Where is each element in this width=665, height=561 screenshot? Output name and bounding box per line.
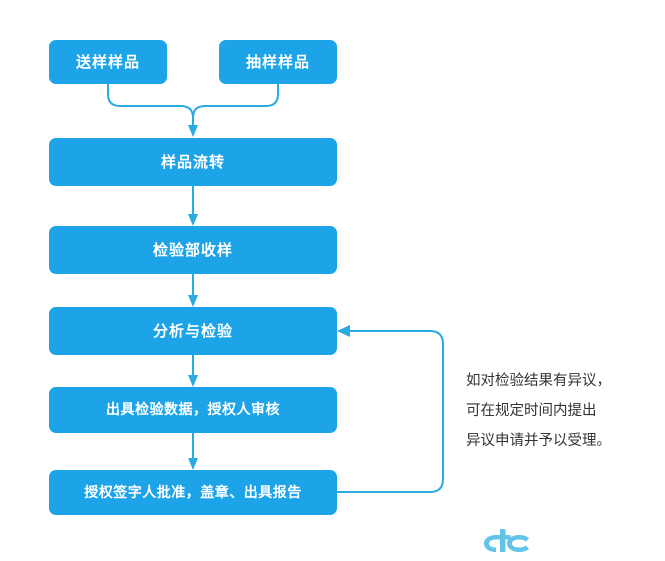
arrowhead-to-qianzi <box>188 458 198 470</box>
connector-songyang-to-liuzhuan <box>107 84 194 128</box>
node-label: 出具检验数据，授权人审核 <box>106 402 280 418</box>
note-line-3: 异议申请并予以受理。 <box>466 433 611 449</box>
node-label: 检验部收样 <box>152 240 233 259</box>
connector-chouyang-to-liuzhuan <box>192 84 279 128</box>
node-label: 样品流转 <box>160 152 225 171</box>
feedback-note: 如对检验结果有异议， 可在规定时间内提出 异议申请并予以受理。 <box>466 366 636 456</box>
node-label: 抽样样品 <box>245 52 310 71</box>
arrowhead-feedback-to-fenxi <box>337 325 350 337</box>
node-yangpin-liuzhuan[interactable]: 样品流转 <box>49 138 337 186</box>
ctc-logo-icon <box>484 529 529 552</box>
node-label: 分析与检验 <box>152 321 233 340</box>
node-label: 送样样品 <box>75 52 140 71</box>
arrowhead-to-liuzhuan <box>188 125 198 137</box>
arrowhead-to-fenxi <box>188 295 198 307</box>
note-line-2: 可在规定时间内提出 <box>466 403 597 419</box>
arrowhead-to-shouyang <box>188 214 198 226</box>
note-line-1: 如对检验结果有异议， <box>466 373 611 389</box>
connector-feedback-loop <box>337 330 444 493</box>
arrowhead-to-shuju <box>188 375 198 387</box>
node-songyang-yangpin[interactable]: 送样样品 <box>49 40 167 84</box>
ctc-logo <box>481 528 533 554</box>
node-label: 授权签字人批准，盖章、出具报告 <box>84 484 302 501</box>
node-shouquan-qianzi-baogao[interactable]: 授权签字人批准，盖章、出具报告 <box>49 470 337 515</box>
node-jianyanbu-shouyang[interactable]: 检验部收样 <box>49 226 337 274</box>
node-chouyang-yangpin[interactable]: 抽样样品 <box>219 40 337 84</box>
node-chuju-jianyan-shuju[interactable]: 出具检验数据，授权人审核 <box>49 387 337 433</box>
node-fenxi-yu-jianyan[interactable]: 分析与检验 <box>49 307 337 355</box>
